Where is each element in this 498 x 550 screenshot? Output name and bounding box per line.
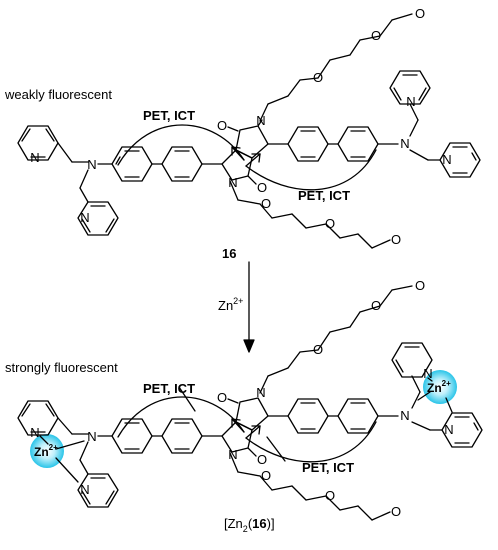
reagent-label: Zn2+ xyxy=(218,296,243,313)
atom-n: N xyxy=(87,157,96,172)
dpp-core xyxy=(221,421,253,453)
pyridine-ring xyxy=(77,473,119,508)
atom-n: N xyxy=(444,422,453,437)
atom-o: O xyxy=(257,452,267,467)
zn-glow-right xyxy=(423,370,457,404)
pyridine-ring xyxy=(441,412,483,448)
transfer-arrow xyxy=(231,146,245,161)
atom-n: N xyxy=(228,175,237,190)
pyridine-ring xyxy=(389,70,431,105)
pet-ict-label: PET, ICT xyxy=(143,108,195,123)
atom-n: N xyxy=(406,94,415,109)
atom-o: O xyxy=(415,6,425,21)
compound-label: 16 xyxy=(222,246,236,261)
blocked-mark xyxy=(178,386,196,412)
bottom-state-label: strongly fluorescent xyxy=(5,360,118,375)
atom-o: O xyxy=(391,504,401,519)
atom-n: N xyxy=(80,482,89,497)
atom-o: O xyxy=(217,118,227,133)
pet-arc-left xyxy=(117,396,245,438)
atom-o: O xyxy=(371,298,381,313)
zn-left-label: Zn2+ xyxy=(34,443,58,459)
atom-o: O xyxy=(325,488,335,503)
atom-n: N xyxy=(30,425,39,440)
atom-o: O xyxy=(257,180,267,195)
atom-o: O xyxy=(313,70,323,85)
dpp-core xyxy=(221,149,253,181)
atom-o: O xyxy=(261,196,271,211)
pyridine-ring xyxy=(391,342,433,378)
atom-o: O xyxy=(371,28,381,43)
transfer-arrow xyxy=(245,153,261,167)
dpp-core xyxy=(235,125,269,159)
top-state-label: weakly fluorescent xyxy=(5,87,112,102)
atom-n: N xyxy=(442,152,451,167)
phenyl-ring xyxy=(287,126,329,162)
atom-n: N xyxy=(30,150,39,165)
atom-o: O xyxy=(313,342,323,357)
reaction-arrow-head xyxy=(243,339,255,353)
pet-arc-right xyxy=(245,421,377,463)
phenyl-ring xyxy=(161,146,203,182)
bottom-molecule xyxy=(17,285,483,521)
pet-ict-label: PET, ICT xyxy=(302,460,354,475)
zn-right-label: Zn2+ xyxy=(427,379,451,395)
dpp-core xyxy=(235,397,269,431)
blocked-mark xyxy=(266,436,286,462)
atom-o: O xyxy=(217,390,227,405)
atom-o: O xyxy=(261,468,271,483)
pet-ict-label: PET, ICT xyxy=(298,188,350,203)
atom-n: N xyxy=(423,366,432,381)
atom-n: N xyxy=(400,136,409,151)
phenyl-ring xyxy=(161,418,203,454)
pet-arc-left xyxy=(117,124,245,166)
atom-n: N xyxy=(87,429,96,444)
atom-n: N xyxy=(400,408,409,423)
atom-n: N xyxy=(228,447,237,462)
atom-n: N xyxy=(256,385,265,400)
pyridine-ring xyxy=(77,201,119,236)
atom-o: O xyxy=(391,232,401,247)
transfer-arrow xyxy=(245,425,261,439)
complex-label: [Zn2(16)] xyxy=(224,516,275,534)
zn-glow-left xyxy=(30,434,64,468)
pet-arc-right xyxy=(245,149,377,191)
phenyl-ring xyxy=(287,398,329,434)
atom-n: N xyxy=(80,210,89,225)
atom-o: O xyxy=(415,278,425,293)
atom-o: O xyxy=(325,216,335,231)
pet-ict-label: PET, ICT xyxy=(143,381,195,396)
top-molecule xyxy=(17,13,481,249)
transfer-arrow xyxy=(231,418,245,433)
atom-n: N xyxy=(256,113,265,128)
pyridine-ring xyxy=(439,142,481,178)
